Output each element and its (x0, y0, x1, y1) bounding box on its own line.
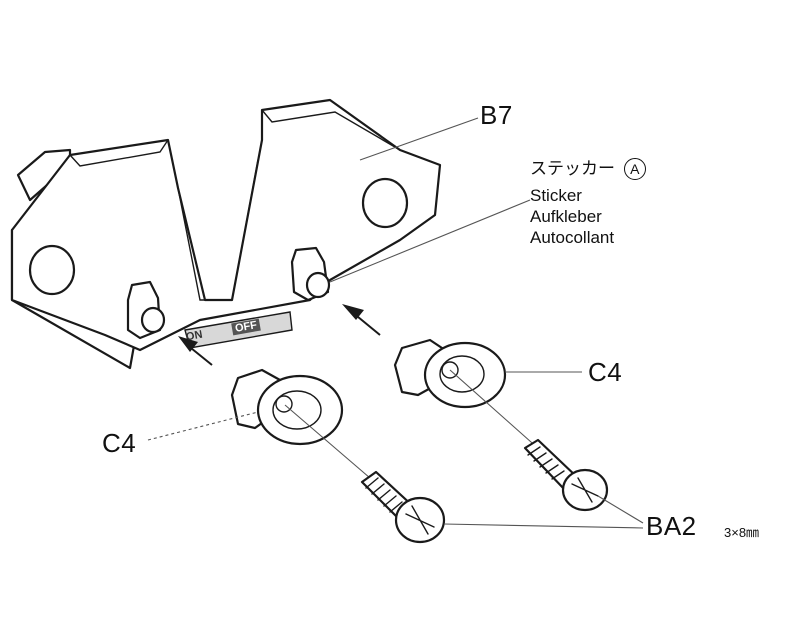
post-left (126, 280, 166, 340)
insert-arrow-right (342, 304, 381, 336)
label-sticker-jp: ステッカー A (530, 158, 646, 180)
label-ba2-size: 3×8㎜ (724, 525, 760, 540)
screw-ba2-left (284, 404, 446, 544)
grommet-c4-left (230, 368, 344, 446)
plate-face (10, 98, 442, 352)
leader-c4-left (147, 411, 259, 441)
plate-hole-left (28, 244, 76, 296)
label-sticker-fr: Autocollant (530, 228, 615, 247)
plate-b7 (10, 98, 442, 370)
insert-arrow-left (178, 336, 213, 366)
leader-ba2-left (443, 523, 644, 529)
grommet-c4-right (393, 338, 507, 409)
post-right (290, 246, 331, 302)
plate-hole-right (361, 177, 409, 229)
label-ba2: BA2 (646, 511, 697, 541)
label-b7: B7 (480, 100, 513, 130)
leader-b7 (359, 117, 479, 161)
label-sticker-de: Aufkleber (530, 207, 602, 226)
label-c4-left: C4 (102, 428, 137, 458)
leader-sticker (329, 199, 531, 283)
leader-ba2-right (597, 495, 644, 524)
label-sticker-en: Sticker (530, 186, 582, 205)
sticker-mark: A (623, 158, 646, 180)
label-c4-right: C4 (588, 357, 623, 387)
screw-ba2-right (449, 369, 609, 512)
